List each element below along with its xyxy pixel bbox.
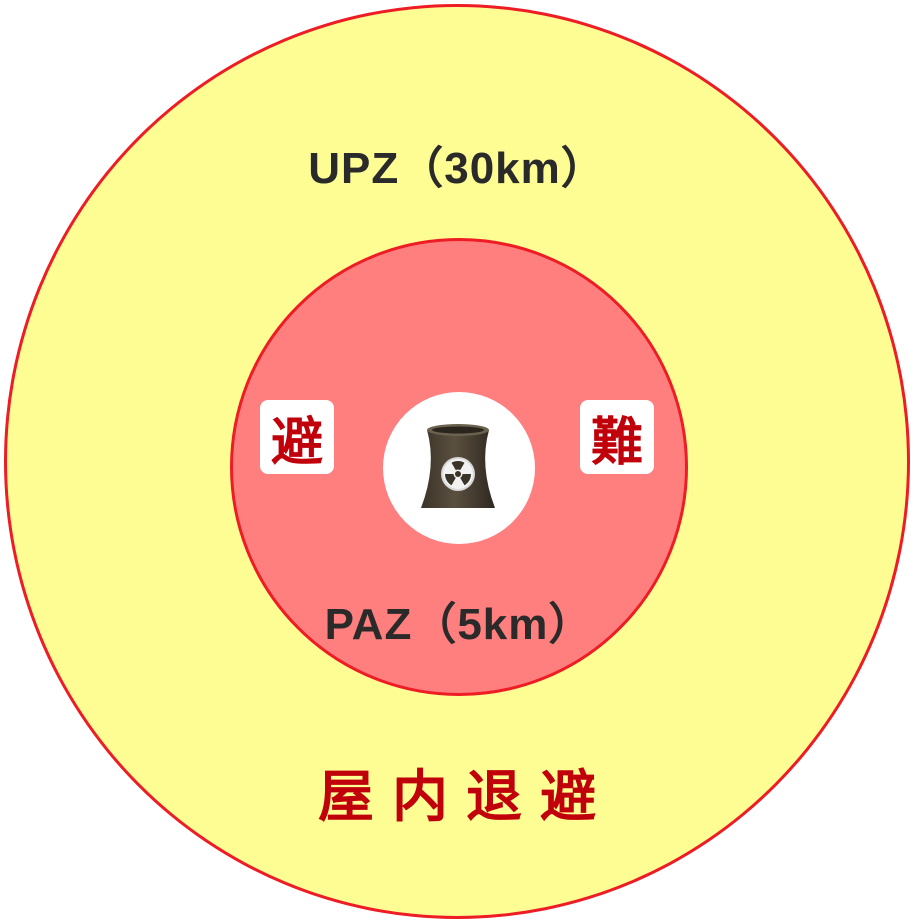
upz-label: UPZ（30km） [308,144,606,193]
evacuation-char-left-text: 避 [270,412,323,473]
indoor-shelter-label: 屋内退避 [318,765,614,830]
paz-label: PAZ（5km） [324,600,594,649]
nuclear-cooling-tower-icon [421,424,495,508]
evacuation-char-left: 避 [260,400,334,474]
evacuation-char-right-text: 難 [590,412,643,473]
evacuation-char-right: 難 [580,400,654,474]
